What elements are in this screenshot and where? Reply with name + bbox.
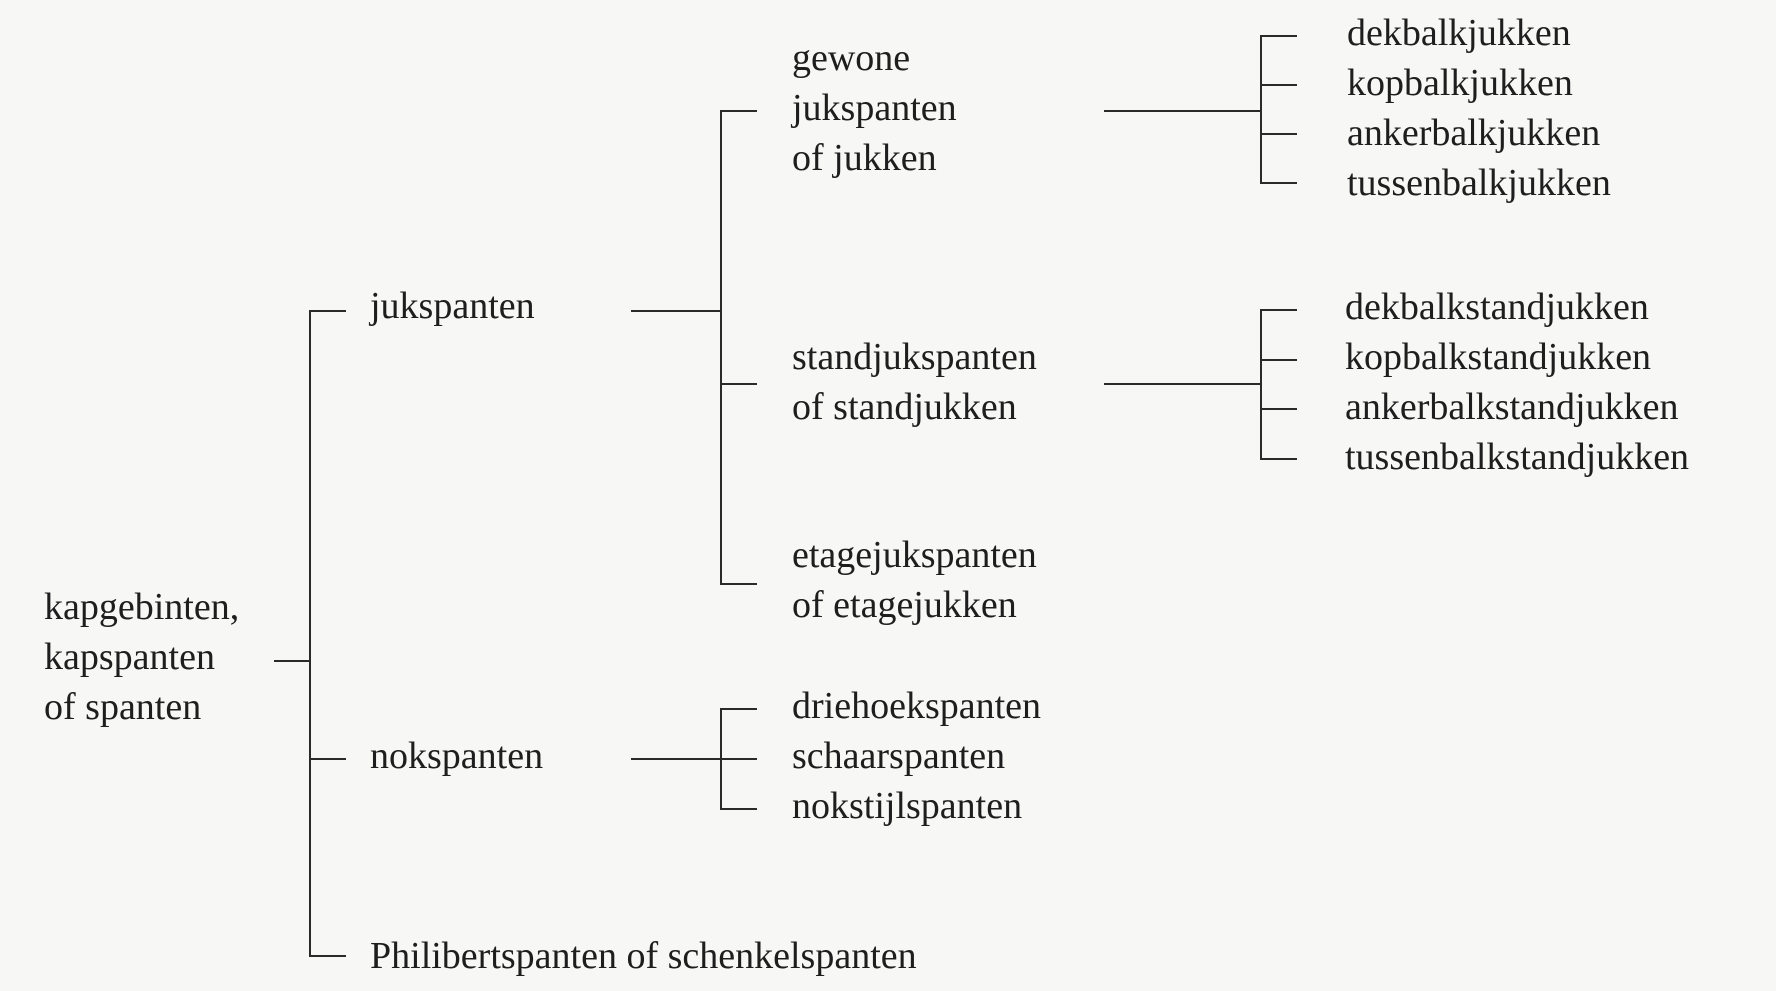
leaf-dekbalkjukken: dekbalkjukken xyxy=(1347,12,1571,54)
node-gewone-line: jukspanten xyxy=(792,87,957,129)
node-gewone-leaves: dekbalkjukken kopbalkjukken ankerbalkjuk… xyxy=(1347,8,1611,208)
node-etage-line: of etagejukken xyxy=(792,584,1017,626)
node-gewone-jukspanten: gewone jukspanten of jukken xyxy=(792,33,957,183)
leaf-dekbalkstandjukken: dekbalkstandjukken xyxy=(1345,286,1649,328)
node-philibertspanten: Philibertspanten of schenkelspanten xyxy=(370,935,917,977)
node-nokspanten-children: driehoekspanten schaarspanten nokstijlsp… xyxy=(792,681,1041,831)
node-root-line: of spanten xyxy=(44,686,202,728)
leaf-tussenbalkstandjukken: tussenbalkstandjukken xyxy=(1345,436,1690,478)
leaf-kopbalkjukken: kopbalkjukken xyxy=(1347,62,1573,104)
node-nokspanten: nokspanten xyxy=(370,735,544,777)
node-root: kapgebinten, kapspanten of spanten xyxy=(44,582,239,732)
node-stand-line: of standjukken xyxy=(792,386,1017,428)
node-gewone-line: gewone xyxy=(792,37,911,79)
node-root-line: kapspanten xyxy=(44,636,215,678)
leaf-ankerbalkstandjukken: ankerbalkstandjukken xyxy=(1345,386,1679,428)
node-standjukspanten: standjukspanten of standjukken xyxy=(792,332,1037,432)
node-root-line: kapgebinten, xyxy=(44,586,240,628)
node-stand-line: standjukspanten xyxy=(792,336,1037,378)
node-driehoekspanten: driehoekspanten xyxy=(792,685,1042,727)
node-jukspanten: jukspanten xyxy=(370,285,535,327)
node-etagejukspanten: etagejukspanten of etagejukken xyxy=(792,530,1037,630)
node-etage-line: etagejukspanten xyxy=(792,534,1037,576)
leaf-tussenbalkjukken: tussenbalkjukken xyxy=(1347,162,1611,204)
leaf-kopbalkstandjukken: kopbalkstandjukken xyxy=(1345,336,1652,378)
node-stand-leaves: dekbalkstandjukken kopbalkstandjukken an… xyxy=(1345,282,1689,482)
node-schaarspanten: schaarspanten xyxy=(792,735,1006,777)
node-gewone-line: of jukken xyxy=(792,137,937,179)
leaf-ankerbalkjukken: ankerbalkjukken xyxy=(1347,112,1601,154)
node-nokstijlspanten: nokstijlspanten xyxy=(792,785,1023,827)
